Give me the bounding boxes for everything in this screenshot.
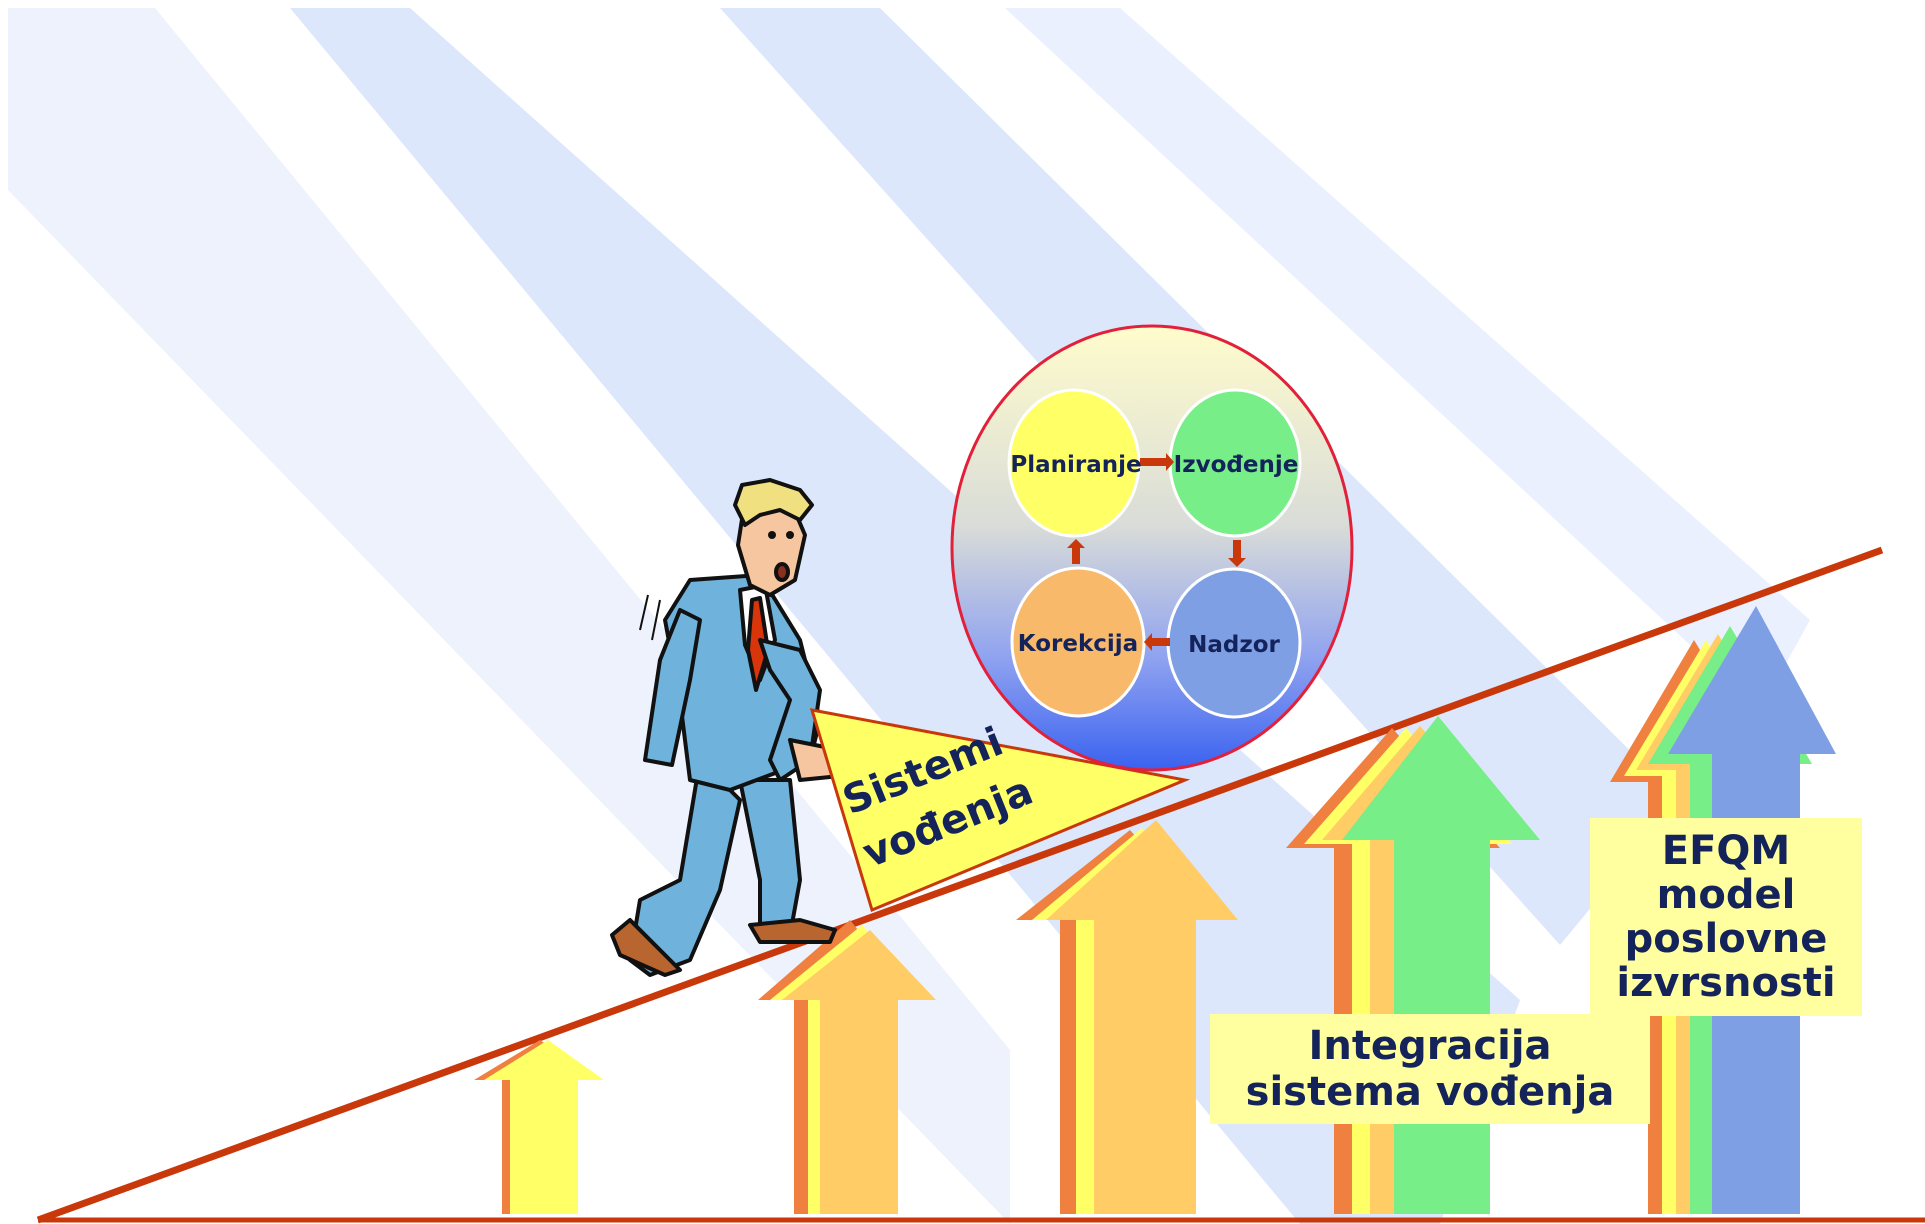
cycle-arrow-check-to-act bbox=[1144, 633, 1170, 651]
execution-label: Izvođenje bbox=[1174, 452, 1299, 478]
planning-label: Planiranje bbox=[1010, 452, 1141, 478]
integration-label-box: Integracija sistema vođenja bbox=[1210, 1014, 1650, 1124]
efqm-line4: izvrsnosti bbox=[1616, 960, 1836, 1006]
efqm-label-box: EFQM model poslovne izvrsnosti bbox=[1590, 818, 1862, 1016]
planning-node bbox=[1007, 388, 1141, 538]
monitoring-label: Nadzor bbox=[1188, 632, 1280, 658]
cycle-arrow-plan-to-do bbox=[1140, 453, 1174, 471]
growth-arrow-1 bbox=[474, 1040, 604, 1214]
correction-label: Korekcija bbox=[1018, 631, 1138, 657]
cycle-arrow-do-to-check bbox=[1228, 540, 1246, 567]
growth-arrow-3 bbox=[1016, 820, 1238, 1214]
businessman-illustration bbox=[610, 478, 852, 977]
growth-arrow-2 bbox=[758, 920, 936, 1214]
efqm-line2: model bbox=[1656, 872, 1796, 918]
cycle-outer-circle bbox=[950, 324, 1354, 772]
ramp-line bbox=[36, 546, 1884, 1224]
integration-line1: Integracija bbox=[1308, 1023, 1552, 1069]
ramp bbox=[36, 546, 1925, 1224]
efqm-line1: EFQM bbox=[1661, 828, 1791, 874]
pdca-cycle-diagram: Planiranje Izvođenje Nadzor Korekcija bbox=[950, 324, 1354, 772]
efqm-line3: poslovne bbox=[1624, 916, 1828, 962]
integration-line2: sistema vođenja bbox=[1245, 1069, 1615, 1115]
cycle-arrow-act-to-plan bbox=[1067, 539, 1085, 564]
